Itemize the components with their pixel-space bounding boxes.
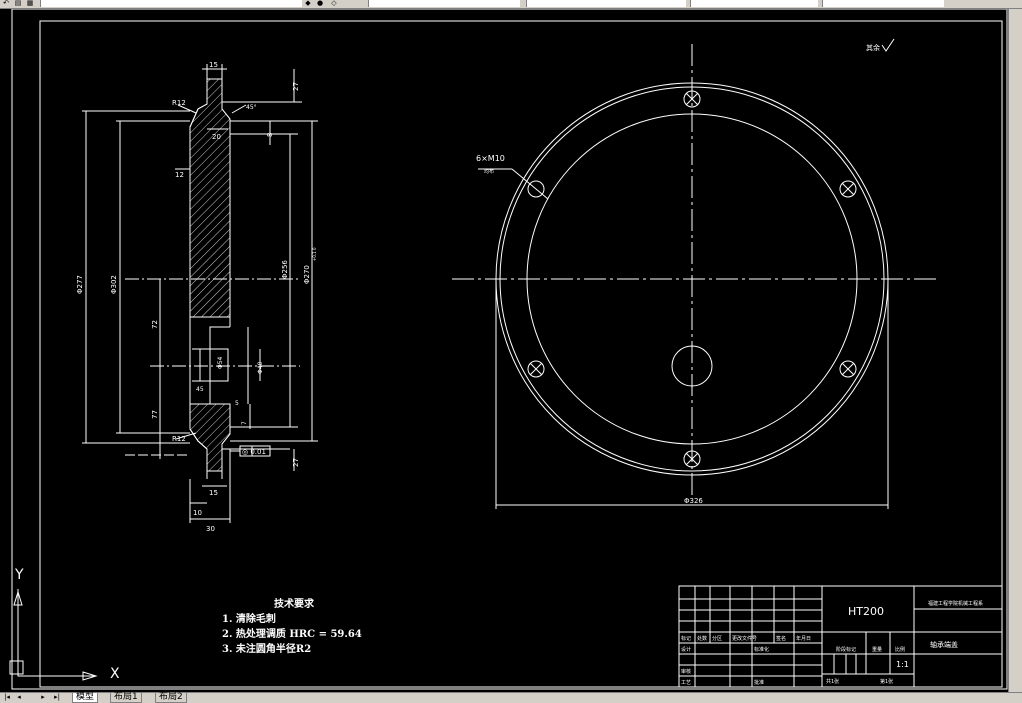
dim-dia-270: Φ270 bbox=[303, 265, 311, 284]
dim-7: 7 bbox=[241, 421, 248, 425]
surface-finish-symbol: 其余 bbox=[866, 38, 895, 52]
prev-tab-icon[interactable]: ◂ bbox=[17, 693, 21, 701]
dim-r-top: R12 bbox=[172, 99, 186, 107]
sheet-border-inner bbox=[39, 20, 1003, 688]
plan-dim-labels: 6×M10 均布 Φ326 bbox=[476, 154, 703, 505]
dim-bottom-height: 27 bbox=[292, 458, 300, 467]
tb-approve: 批准 bbox=[754, 679, 764, 686]
tb-process: 工艺 bbox=[681, 680, 691, 686]
plan-view bbox=[452, 44, 938, 509]
next-tab-icon[interactable]: ▸ bbox=[41, 693, 45, 701]
tb-sign: 签名 bbox=[776, 635, 786, 642]
dim-77: 77 bbox=[151, 410, 159, 419]
dim-dia-40: Φ40 bbox=[257, 361, 264, 374]
properties-icon[interactable]: ▦ bbox=[26, 0, 34, 7]
tb-count: 处数 bbox=[697, 635, 707, 642]
dim-20: 20 bbox=[212, 133, 221, 141]
hole-callout-note: 均布 bbox=[484, 168, 494, 175]
layer-icon[interactable]: ▤ bbox=[14, 0, 22, 7]
tb-sheets-total: 共1张 bbox=[826, 678, 839, 685]
dim-top-width: 15 bbox=[209, 61, 218, 69]
surface-finish-label: 其余 bbox=[866, 43, 880, 52]
dim-45: 45 bbox=[196, 386, 204, 393]
tb-design: 设计 bbox=[681, 646, 691, 653]
tb-doc-no: 更改文件号 bbox=[732, 635, 757, 642]
hole-callout: 6×M10 bbox=[476, 154, 505, 163]
dim-12: 12 bbox=[175, 171, 184, 179]
dim-5: 5 bbox=[235, 400, 239, 407]
dim-dia-277: Φ277 bbox=[76, 275, 84, 294]
color-dropdown[interactable] bbox=[368, 0, 520, 7]
layer-dropdown[interactable] bbox=[40, 0, 302, 7]
dim-30: 30 bbox=[206, 525, 215, 533]
dim-chamfer: 45° bbox=[246, 104, 257, 111]
tech-req-item: 3. 未注圆角半径R2 bbox=[222, 644, 312, 655]
ucs-x-label: X bbox=[110, 666, 120, 682]
tb-standardize: 标准化 bbox=[754, 646, 769, 653]
drawing-svg: 其余 bbox=[9, 9, 1008, 690]
tech-req-item: 2. 热处理调质 HRC = 59.64 bbox=[222, 629, 362, 640]
dim-bottom-width: 15 bbox=[209, 489, 218, 497]
gdt-concentricity: ◎ 0.01 bbox=[242, 448, 266, 456]
linetype-dropdown[interactable] bbox=[526, 0, 686, 7]
ucs-y-label: Y bbox=[14, 567, 24, 583]
color-icon[interactable]: ● bbox=[316, 0, 324, 7]
dim-72: 72 bbox=[151, 320, 159, 329]
dim-top-height: 27 bbox=[292, 82, 300, 91]
dim-dia-54: Φ54 bbox=[217, 356, 224, 369]
dim-dia-326: Φ326 bbox=[684, 497, 703, 505]
section-dim-labels: 15 27 R12 45° 20 8 12 Φ277 Φ302 Φ256 Φ27… bbox=[76, 61, 317, 533]
last-tab-icon[interactable]: ▸| bbox=[54, 693, 60, 701]
tb-ratio: 比例 bbox=[895, 646, 905, 653]
tb-mark: 标记 bbox=[681, 635, 691, 642]
tech-req-title: 技术要求 bbox=[274, 599, 314, 610]
plotstyle-dropdown[interactable] bbox=[822, 0, 944, 7]
vertical-scrollbar[interactable] bbox=[1008, 9, 1022, 692]
dim-dia-270-tolerance: +0.1 0 bbox=[312, 247, 317, 261]
company-label: 福建工程学院机械工程系 bbox=[928, 600, 983, 607]
dim-8: 8 bbox=[266, 133, 274, 137]
title-block bbox=[678, 585, 1003, 688]
ucs-icon bbox=[9, 589, 98, 681]
scale-value: 1:1 bbox=[896, 660, 909, 669]
tb-review: 审核 bbox=[681, 668, 691, 675]
layout-tab-bar: |◂ ◂ ▸ ▸| 模型 布局1 布局2 bbox=[0, 692, 1022, 703]
lineweight-dropdown[interactable] bbox=[690, 0, 818, 7]
sheet-border-outer bbox=[11, 9, 1008, 690]
tb-stage-mark: 阶段标记 bbox=[836, 646, 856, 653]
material-label: HT200 bbox=[848, 605, 884, 618]
layer-state-icon[interactable]: ◆ bbox=[305, 0, 311, 7]
title-block-text: HT200 福建工程学院机械工程系 轴承端盖 1:1 标记 处数 分区 更改文件… bbox=[681, 600, 983, 686]
part-name-label: 轴承端盖 bbox=[930, 640, 958, 649]
undo-icon[interactable]: ↶ bbox=[3, 0, 9, 7]
drawing-canvas[interactable]: 其余 bbox=[0, 9, 1008, 692]
bolt-holes bbox=[527, 90, 857, 468]
section-view bbox=[82, 64, 318, 523]
tb-date: 年月日 bbox=[796, 635, 811, 642]
top-toolbar: ↶ ▤ ▦ ◆ ● ◇ bbox=[0, 0, 1022, 9]
dim-10: 10 bbox=[193, 509, 202, 517]
tb-zone: 分区 bbox=[712, 635, 722, 642]
tb-sheet-no: 第1张 bbox=[880, 678, 893, 685]
dim-dia-302: Φ302 bbox=[110, 275, 118, 294]
tb-weight: 重量 bbox=[872, 646, 882, 653]
dim-dia-256: Φ256 bbox=[281, 260, 289, 279]
match-icon[interactable]: ◇ bbox=[331, 0, 337, 7]
first-tab-icon[interactable]: |◂ bbox=[4, 693, 10, 701]
tech-req-item: 1. 清除毛刺 bbox=[222, 614, 276, 625]
dim-r-bottom: R12 bbox=[172, 435, 186, 443]
